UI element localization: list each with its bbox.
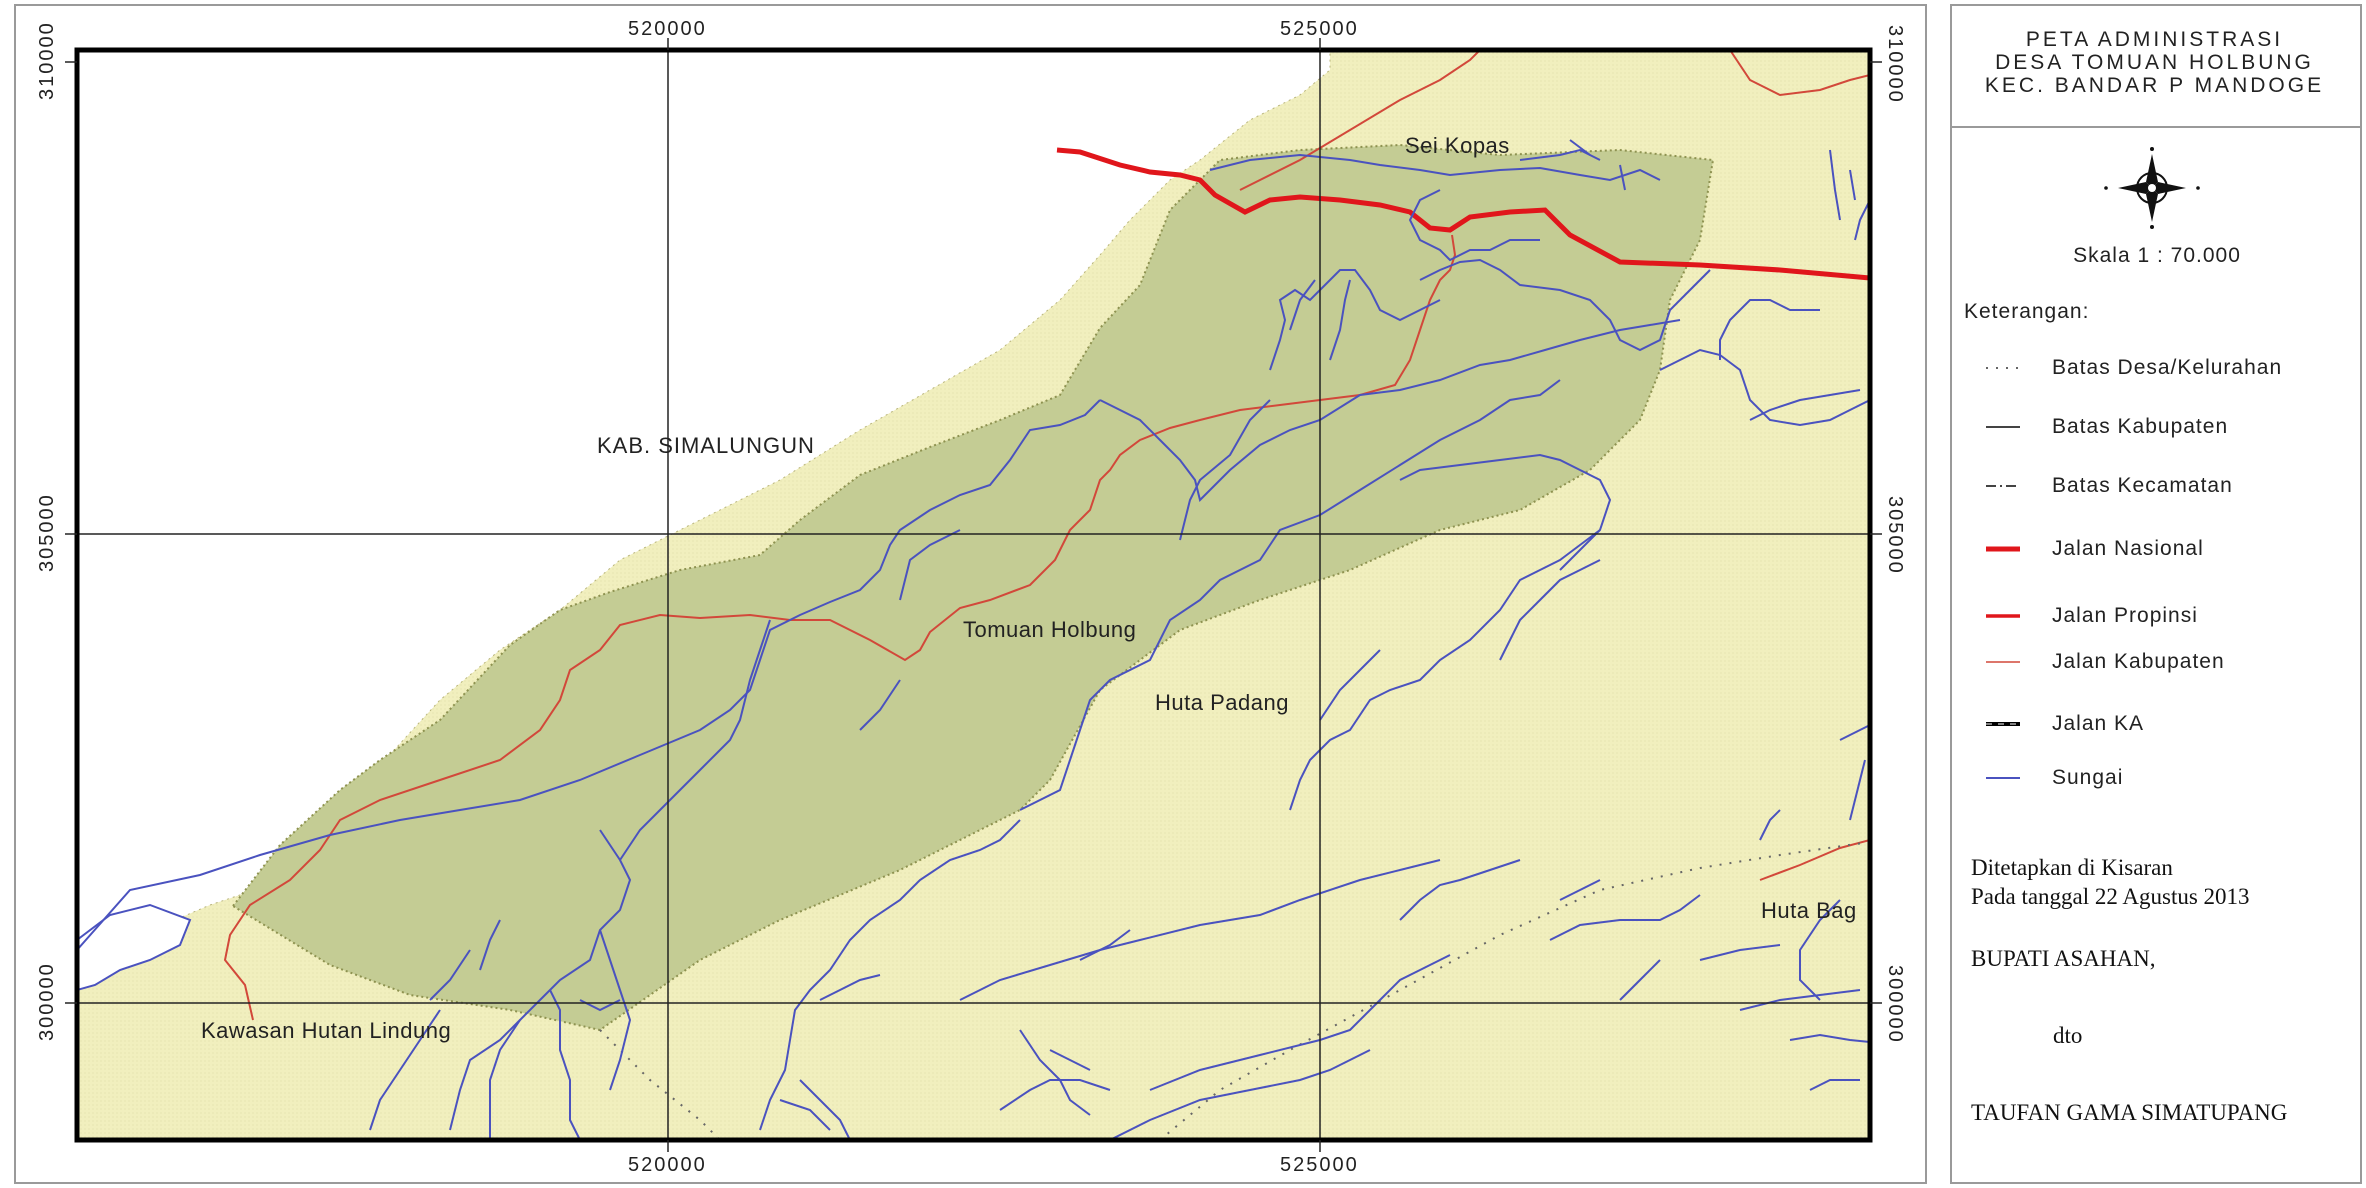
legend-label: Jalan Kabupaten — [2052, 650, 2225, 673]
water-body — [77, 903, 192, 992]
legend-label: Jalan Nasional — [2052, 537, 2204, 560]
road-kabupaten-4 — [1759, 839, 1870, 881]
red-line-icon — [1986, 614, 2020, 618]
compass-icon — [2104, 147, 2200, 229]
signature-line-2: Pada tanggal 22 Agustus 2013 — [1971, 884, 2250, 909]
river-line-icon — [1986, 777, 2020, 779]
map-canvas[interactable] — [0, 0, 1930, 1188]
signature-line-4: dto — [2053, 1023, 2083, 1048]
legend-label: Batas Kecamatan — [2052, 474, 2233, 497]
signature-line-1: Ditetapkan di Kisaran — [1971, 855, 2173, 880]
legend-label: Batas Desa/Kelurahan — [2052, 356, 2283, 379]
road-kabupaten-3 — [1729, 50, 1870, 97]
legend-keterangan: Keterangan: — [1964, 300, 2090, 323]
village-area — [231, 143, 1715, 1032]
signature-line-3: BUPATI ASAHAN, — [1971, 946, 2156, 971]
place-label-kawasan-hutan-lindung: Kawasan Hutan Lindung — [201, 1018, 452, 1043]
rivers — [77, 139, 1870, 1140]
road-national — [1056, 147, 1870, 281]
place-label-huta-padang: Huta Padang — [1155, 690, 1289, 715]
legend-item-jalan-nasional: Jalan Nasional — [1966, 534, 2356, 564]
grid-y-label-right-2: 305000 — [1884, 496, 1906, 575]
legend-item-sungai: Sungai — [1966, 763, 2356, 793]
map-title-line-3: KEC. BANDAR P MANDOGE — [1984, 74, 2325, 97]
grid-x-label-top-2: 525000 — [1280, 18, 1359, 40]
legend-label: Jalan KA — [2052, 712, 2145, 735]
grid-y-label-left-1: 310000 — [36, 21, 58, 100]
grid-x-label-bottom-1: 520000 — [628, 1154, 707, 1176]
thick-red-line-icon — [1986, 546, 2020, 552]
legend-item-batas-kecamatan: Batas Kecamatan — [1966, 471, 2356, 501]
grid-y-label-left-3: 300000 — [36, 962, 58, 1041]
map-title-line-1: PETA ADMINISTRASI — [2025, 28, 2284, 51]
railway-line-icon — [1986, 722, 2020, 726]
legend-item-jalan-ka: Jalan KA — [1966, 709, 2356, 739]
grid-lines — [77, 50, 1870, 1140]
scale-text: Skala 1 : 70.000 — [2073, 244, 2241, 267]
map-title-line-2: DESA TOMUAN HOLBUNG — [1995, 51, 2314, 74]
place-label-huta-bag: Huta Bag — [1761, 898, 1857, 923]
place-label-sei-kopas: Sei Kopas — [1405, 133, 1510, 158]
legend-item-batas-kabupaten: Batas Kabupaten — [1966, 412, 2356, 442]
legend-label: Jalan Propinsi — [2052, 604, 2198, 627]
grid-y-label-right-1: 310000 — [1884, 25, 1906, 104]
place-label-kab-simalungun: KAB. SIMALUNGUN — [597, 433, 815, 458]
legend-item-jalan-propinsi: Jalan Propinsi — [1966, 601, 2356, 631]
map-title: PETA ADMINISTRASI DESA TOMUAN HOLBUNG KE… — [1957, 28, 2352, 97]
road-kabupaten-2 — [1239, 50, 1481, 191]
grid-y-label-right-3: 300000 — [1884, 965, 1906, 1044]
grid-x-label-top-1: 520000 — [628, 18, 707, 40]
dash-dot-line-icon — [1986, 485, 2020, 487]
thin-red-line-icon — [1986, 661, 2020, 663]
legend-label: Batas Kabupaten — [2052, 415, 2229, 438]
grid-y-label-left-2: 305000 — [36, 493, 58, 572]
place-label-tomuan-holbung: Tomuan Holbung — [963, 617, 1137, 642]
legend-title-divider — [1952, 126, 2360, 128]
signature-line-5: TAUFAN GAMA SIMATUPANG — [1971, 1100, 2288, 1125]
legend-item-batas-desa: Batas Desa/Kelurahan — [1966, 353, 2356, 383]
grid-ticks — [65, 38, 1882, 1152]
legend-label: Sungai — [2052, 766, 2124, 789]
map-neatline — [74, 47, 1873, 1143]
dotted-line-icon — [1986, 367, 2020, 369]
grid-x-label-bottom-2: 525000 — [1280, 1154, 1359, 1176]
solid-line-icon — [1986, 426, 2020, 428]
legend-item-jalan-kabupaten: Jalan Kabupaten — [1966, 647, 2356, 677]
